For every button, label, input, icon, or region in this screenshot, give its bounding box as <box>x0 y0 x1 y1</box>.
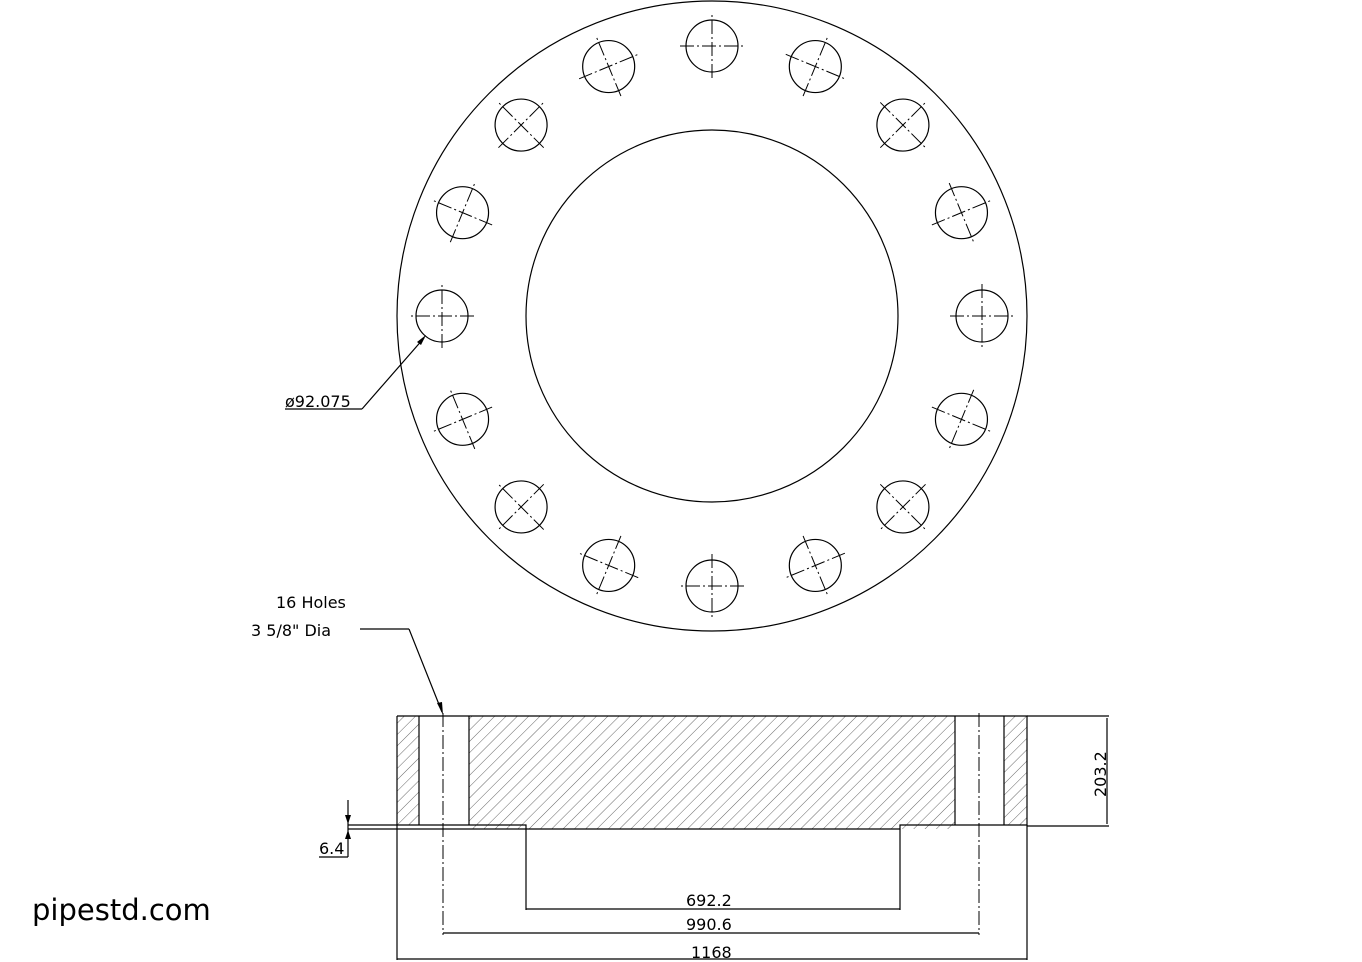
bolt-hole-circle <box>494 98 548 152</box>
bolt-hole-circle <box>582 538 636 593</box>
dim-bolt-circle: 990.6 <box>686 915 732 934</box>
hole-centerline <box>879 102 926 149</box>
dim-outer-dia: 1168 <box>691 943 732 962</box>
hole-dia-label: ø92.075 <box>285 392 351 411</box>
holes-note-line1: 16 Holes <box>276 593 346 612</box>
hole-centerline <box>948 182 975 243</box>
bolt-hole <box>931 389 992 450</box>
hole-centerline <box>578 53 639 80</box>
bolt-hole <box>578 535 639 596</box>
holes-note: 16 Holes 3 5/8" Dia <box>251 593 443 715</box>
bore-circle <box>525 129 899 503</box>
hole-centerline <box>879 483 926 530</box>
watermark: pipestd.com <box>32 893 211 927</box>
hole-dia-callout: ø92.075 <box>285 335 426 411</box>
hole-centerline <box>449 182 476 243</box>
dim-raised-face-dia: 692.2 <box>686 891 732 910</box>
bolt-hole-circle <box>435 186 490 240</box>
bolt-hole <box>410 284 474 348</box>
bolt-hole-circle <box>934 186 989 240</box>
bolt-hole <box>931 182 992 243</box>
hole-centerline <box>785 552 846 579</box>
bolt-hole <box>494 98 548 152</box>
top-view <box>396 0 1028 632</box>
bolt-hole <box>785 535 846 596</box>
bolt-hole <box>578 36 639 97</box>
outer-circle <box>396 0 1028 632</box>
hole-centerline <box>449 389 476 450</box>
holes-note-line2: 3 5/8" Dia <box>251 621 331 640</box>
bolt-hole <box>876 98 930 152</box>
bolt-hole <box>680 14 744 78</box>
bolt-hole-circle <box>582 39 636 94</box>
hole-centerline <box>785 53 846 80</box>
bolt-hole-circle <box>435 392 490 446</box>
hole-centerline <box>498 483 545 530</box>
bolt-holes <box>410 14 1014 618</box>
bolt-hole <box>432 389 493 450</box>
bolt-hole <box>785 36 846 97</box>
bolt-hole-circle <box>788 538 842 593</box>
dim-thickness: 203.2 <box>1091 751 1110 797</box>
bolt-hole <box>432 182 493 243</box>
bolt-hole-circle <box>876 98 930 152</box>
bolt-hole <box>680 554 744 618</box>
bolt-hole-circle <box>494 480 548 534</box>
bolt-hole-circle <box>876 480 930 534</box>
bolt-hole-circle <box>934 392 989 446</box>
dim-raised-face: 6.4 <box>319 839 344 858</box>
hole-centerline <box>948 389 975 450</box>
section-view <box>396 713 1028 935</box>
hole-centerline <box>578 552 639 579</box>
bolt-hole <box>876 480 930 534</box>
bolt-hole <box>494 480 548 534</box>
bolt-hole-circle <box>788 39 842 94</box>
dimensions: 203.2 6.4 692.2 990.6 1168 <box>319 715 1110 962</box>
bolt-hole <box>950 284 1014 348</box>
hole-centerline <box>498 102 545 149</box>
